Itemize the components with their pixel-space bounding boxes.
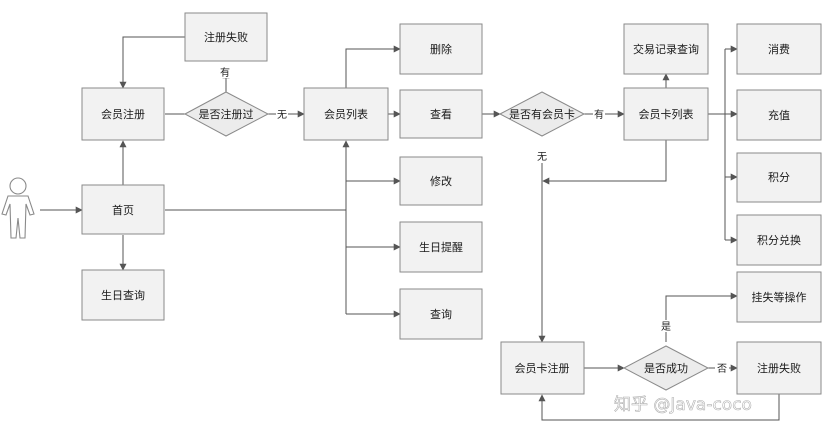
- label-no-registered: 无: [277, 110, 287, 121]
- edge-failbottom-cardregister: [538, 394, 780, 421]
- node-member-register: 会员注册: [81, 87, 165, 141]
- svg-text:积分: 积分: [768, 171, 790, 184]
- svg-text:查询: 查询: [430, 307, 452, 321]
- node-card-register: 会员卡注册: [500, 341, 585, 395]
- svg-text:是否有会员卡: 是否有会员卡: [509, 107, 575, 121]
- node-recharge: 充值: [736, 89, 822, 141]
- svg-text:挂失等操作: 挂失等操作: [752, 290, 807, 304]
- node-register-fail-bottom: 注册失败: [736, 341, 822, 395]
- node-query: 查询: [399, 288, 483, 340]
- svg-text:会员卡列表: 会员卡列表: [639, 107, 694, 121]
- svg-text:注册失败: 注册失败: [757, 361, 801, 375]
- svg-text:积分兑换: 积分兑换: [757, 233, 801, 247]
- node-loss-ops: 挂失等操作: [736, 271, 822, 323]
- svg-text:首页: 首页: [112, 203, 134, 217]
- svg-text:交易记录查询: 交易记录查询: [633, 42, 699, 56]
- svg-text:注册失败: 注册失败: [204, 30, 248, 44]
- edge-labels: 有 无 有 无 是 否: [219, 66, 729, 375]
- svg-text:生日查询: 生日查询: [101, 288, 145, 302]
- edges: [40, 36, 780, 421]
- edge-cardlist-branch: [708, 113, 726, 240]
- edge-cardlist-back: [542, 136, 667, 185]
- svg-text:是否成功: 是否成功: [644, 362, 688, 375]
- node-register-fail-top: 注册失败: [184, 12, 268, 62]
- label-no-card: 无: [537, 152, 547, 163]
- edge-failtop-register: [119, 36, 185, 89]
- label-success-yes: 是: [661, 321, 671, 333]
- node-delete: 删除: [399, 23, 483, 75]
- user-actor-icon: [1, 177, 35, 239]
- svg-text:消费: 消费: [768, 42, 790, 56]
- svg-text:充值: 充值: [768, 108, 790, 122]
- node-registered-before-decision: 是否注册过: [183, 91, 270, 137]
- node-home: 首页: [81, 184, 165, 235]
- svg-text:生日提醒: 生日提醒: [419, 240, 463, 254]
- node-birthday-query: 生日查询: [81, 269, 165, 321]
- label-yes-card: 有: [594, 108, 604, 121]
- label-yes-registered: 有: [220, 66, 230, 79]
- node-has-member-card-decision: 是否有会员卡: [498, 91, 586, 137]
- svg-text:会员列表: 会员列表: [324, 107, 368, 121]
- edge-memberlist-delete: [345, 45, 401, 88]
- svg-text:修改: 修改: [430, 174, 452, 188]
- watermark: 知乎 @Java-coco: [614, 395, 752, 415]
- node-member-card-list: 会员卡列表: [623, 87, 709, 141]
- node-view: 查看: [399, 89, 483, 139]
- svg-text:是否注册过: 是否注册过: [199, 107, 254, 121]
- label-success-no: 否: [717, 363, 727, 375]
- node-consume: 消费: [736, 23, 822, 75]
- svg-text:会员注册: 会员注册: [101, 107, 145, 121]
- node-transaction-query: 交易记录查询: [623, 23, 709, 75]
- node-modify: 修改: [399, 156, 483, 206]
- node-member-list: 会员列表: [303, 87, 389, 141]
- svg-text:查看: 查看: [430, 107, 452, 121]
- node-birthday-reminder: 生日提醒: [399, 221, 483, 273]
- svg-text:会员卡注册: 会员卡注册: [515, 361, 570, 375]
- node-success-decision: 是否成功: [622, 345, 710, 391]
- edge-success-lossops: [665, 292, 738, 342]
- node-points: 积分: [736, 152, 822, 203]
- node-points-exchange: 积分兑换: [736, 214, 822, 266]
- svg-text:删除: 删除: [430, 42, 452, 56]
